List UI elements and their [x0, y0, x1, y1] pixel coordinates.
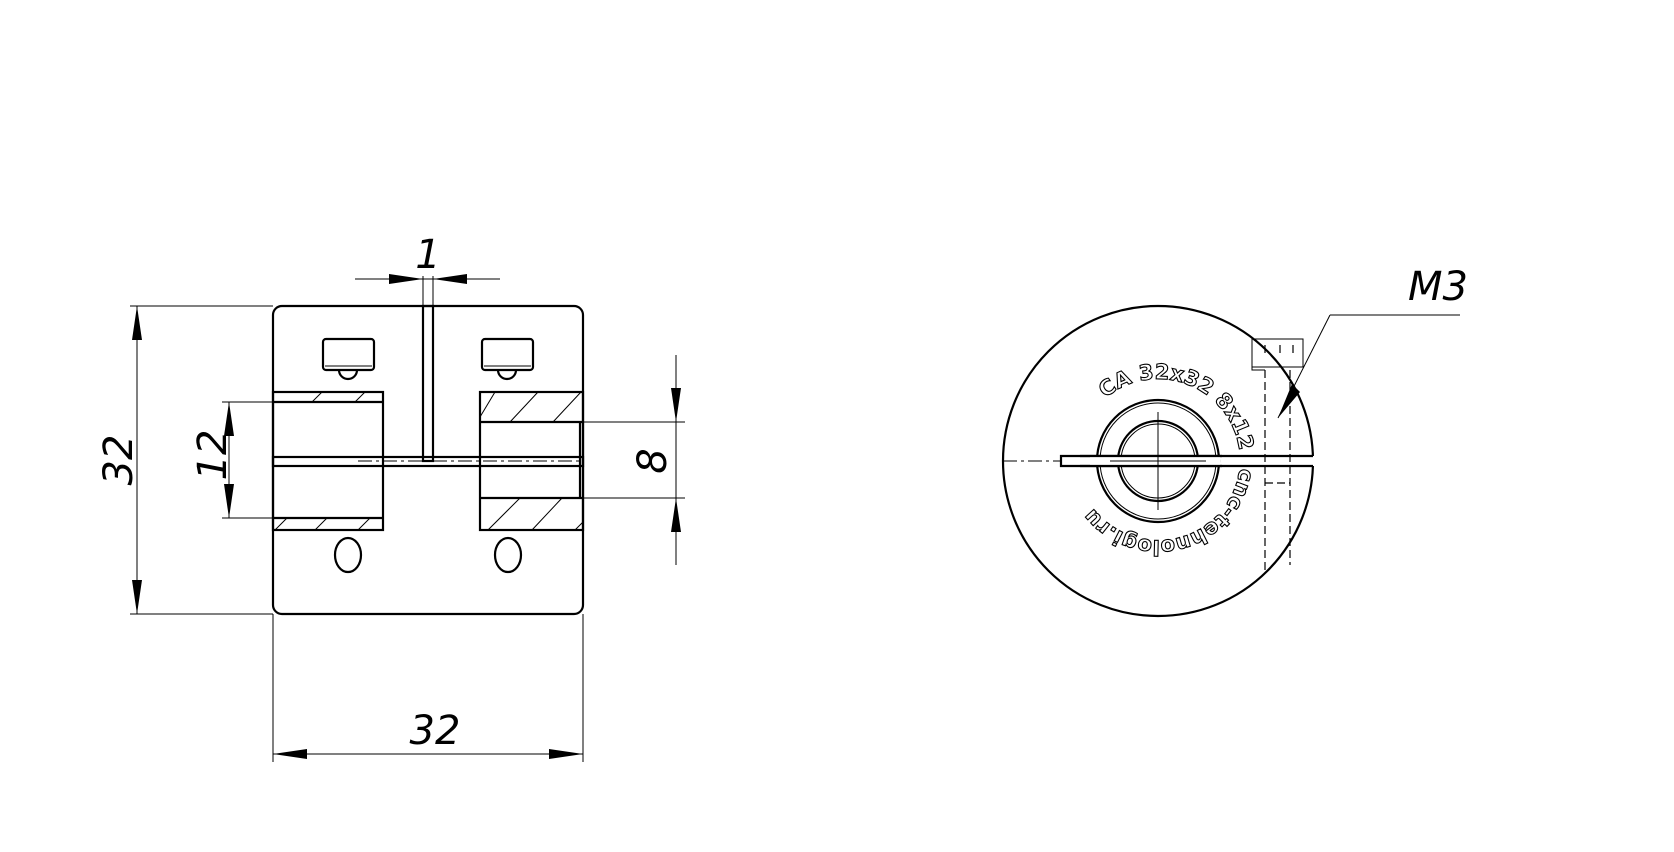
svg-text:M3: M3 [1408, 264, 1468, 310]
svg-text:1: 1 [415, 232, 440, 278]
engraving-bottom: cnc-tehnologi.ru [1079, 467, 1259, 559]
side-view: 1 32 12 8 [96, 232, 685, 762]
clamp-screw-left [321, 337, 376, 381]
svg-text:12: 12 [190, 430, 236, 481]
clamp-screw-right [480, 337, 535, 381]
dimension-bore-right: 8 [583, 355, 685, 565]
screw-access-hole-left [333, 536, 363, 574]
svg-text:32: 32 [410, 708, 461, 754]
svg-text:32: 32 [96, 435, 142, 486]
dimension-slot-width: 1 [355, 232, 500, 306]
dimension-bore-left: 12 [190, 401, 273, 519]
dimension-width: 32 [272, 614, 584, 762]
center-slot [421, 304, 435, 463]
screw-access-hole-right [493, 536, 523, 574]
thread-callout: M3 [1277, 264, 1468, 419]
end-view: CA 32x32 8x12 cnc-tehnologi.ru M3 [1001, 264, 1468, 618]
dimension-height: 32 [96, 305, 273, 615]
clamp-screw-hidden [1251, 338, 1304, 570]
svg-text:8: 8 [630, 448, 676, 473]
right-bore-section [478, 390, 585, 532]
left-bore-section [271, 390, 385, 532]
